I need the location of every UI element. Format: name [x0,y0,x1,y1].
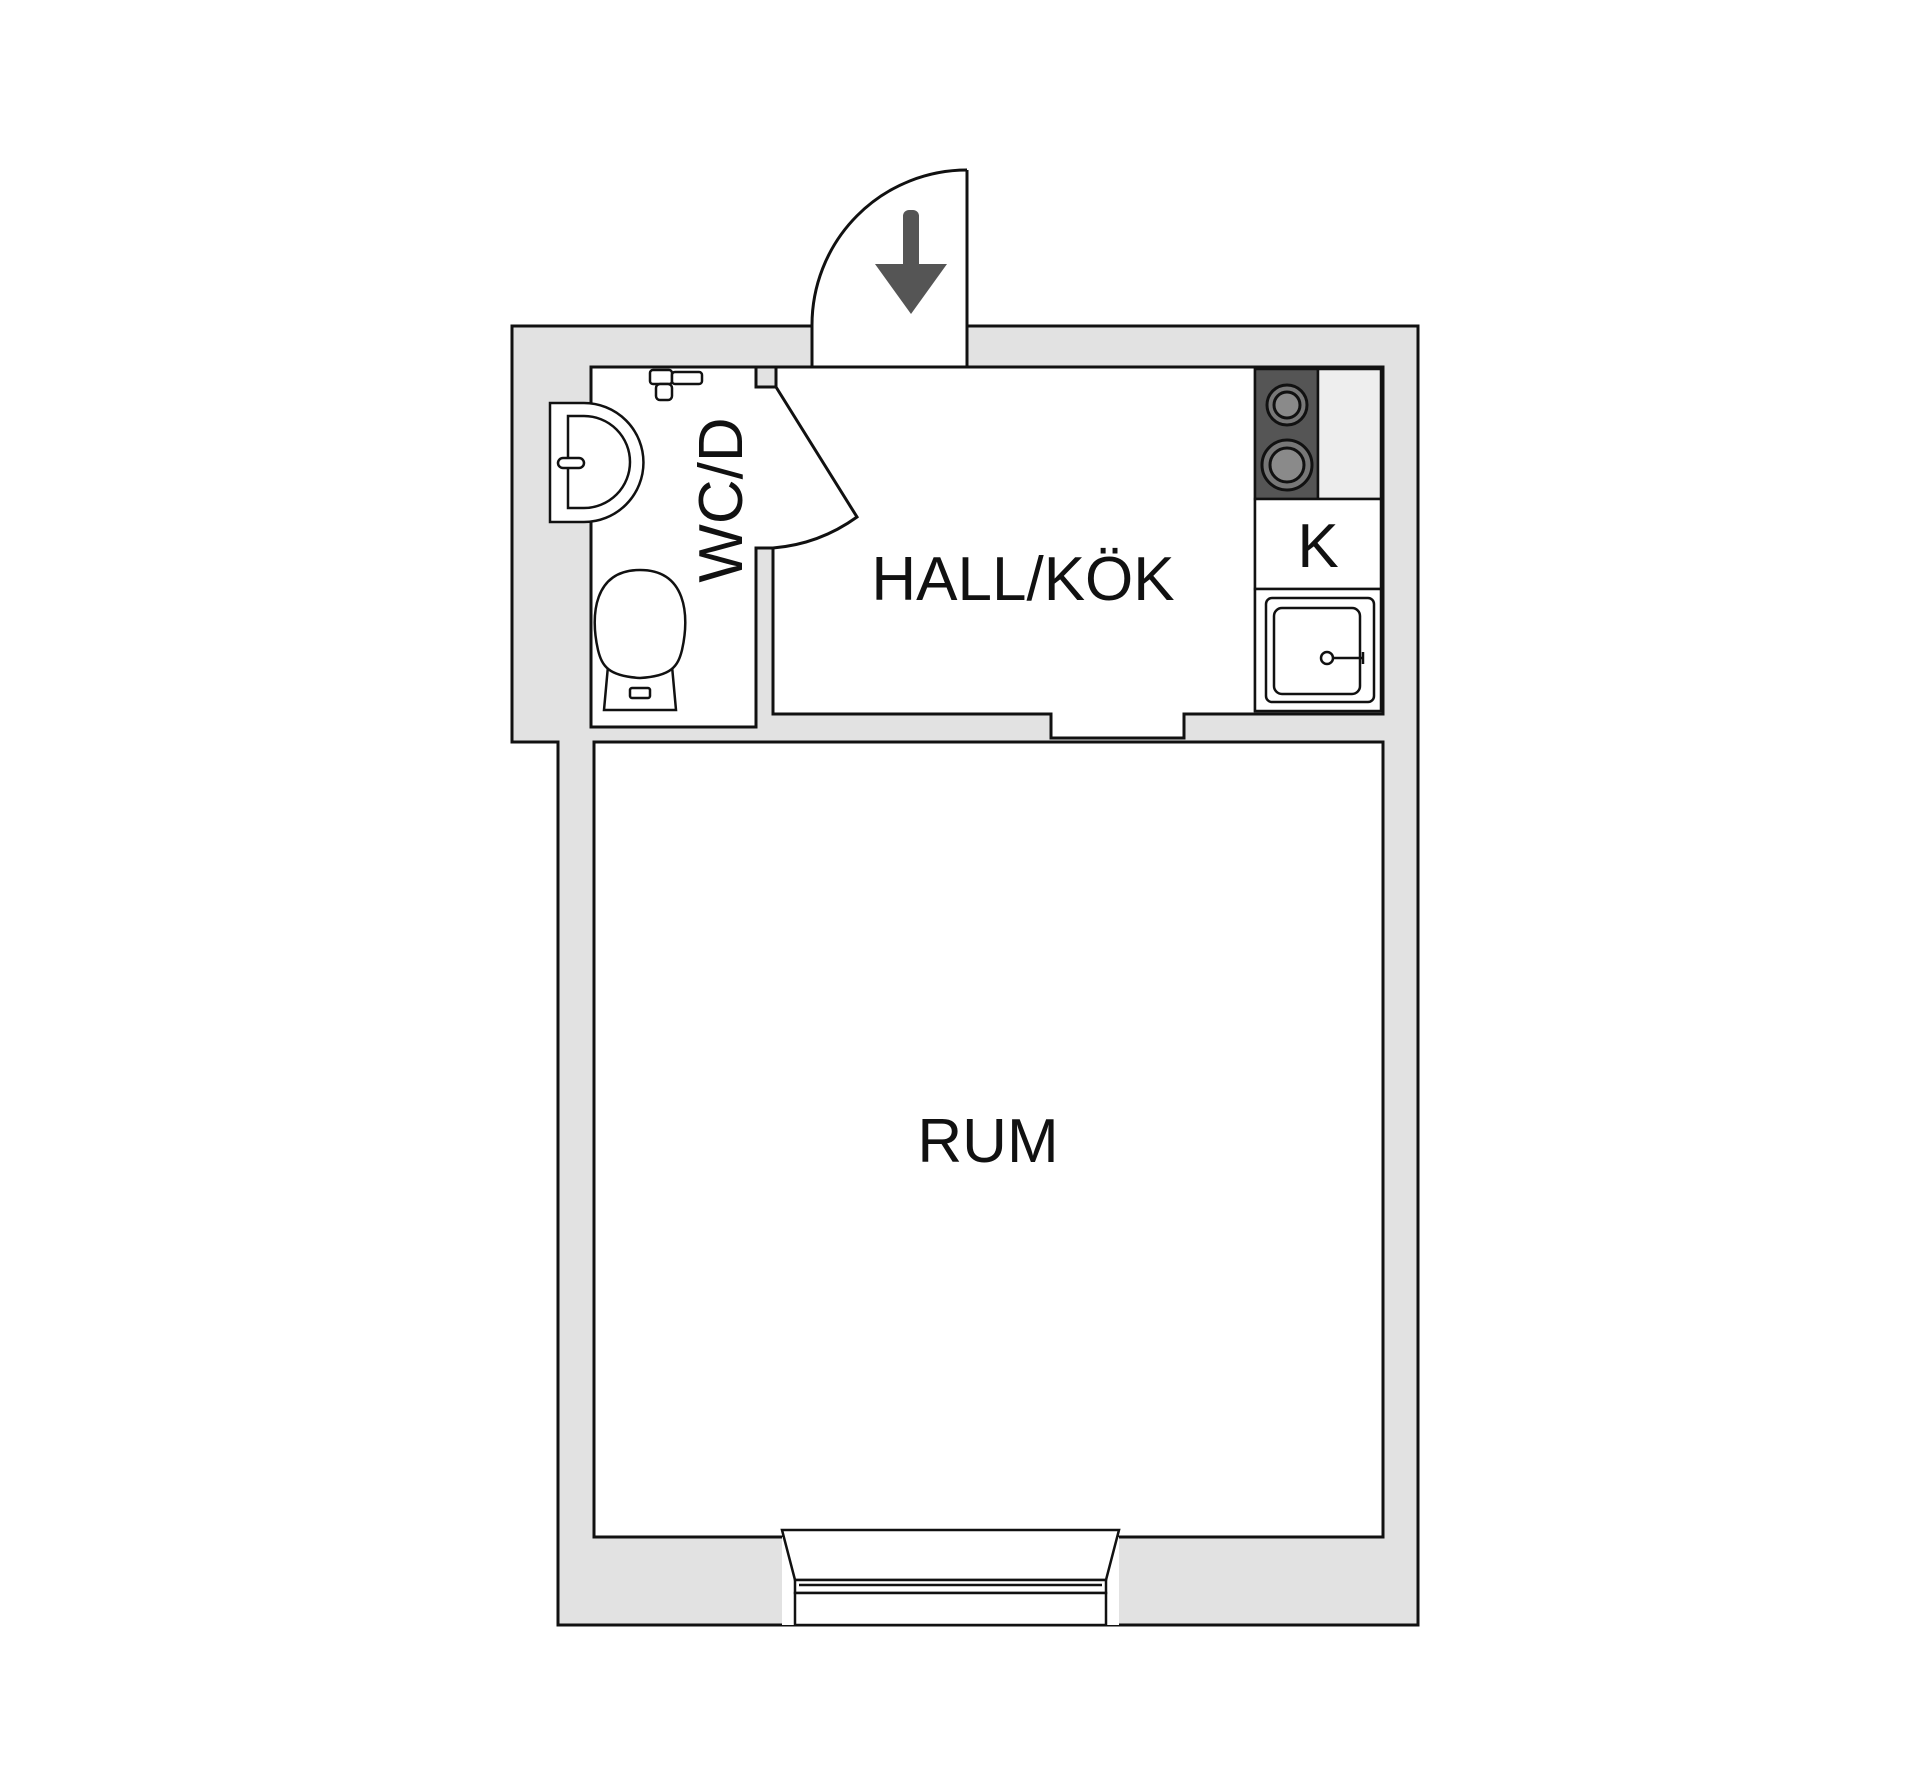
window [780,1528,1121,1627]
stove-burner-icon [1260,383,1314,492]
room-label-hall-kok: HALL/KÖK [871,545,1174,614]
shower-mixer-icon [648,368,704,402]
kitchen-counter [1253,367,1383,713]
toilet-icon [593,568,687,712]
room-label-wc-d: WC/D [687,417,756,582]
down-arrow-icon [875,210,947,314]
room-label-rum: RUM [917,1107,1058,1176]
entrance-opening [814,324,965,365]
bathroom-door [772,386,860,550]
entrance-door [810,168,969,327]
exterior-walls [510,324,1420,1627]
room-label-kitchen: K [1297,512,1338,581]
sink-icon [548,401,645,524]
kitchen-sink-icon [1264,596,1376,704]
